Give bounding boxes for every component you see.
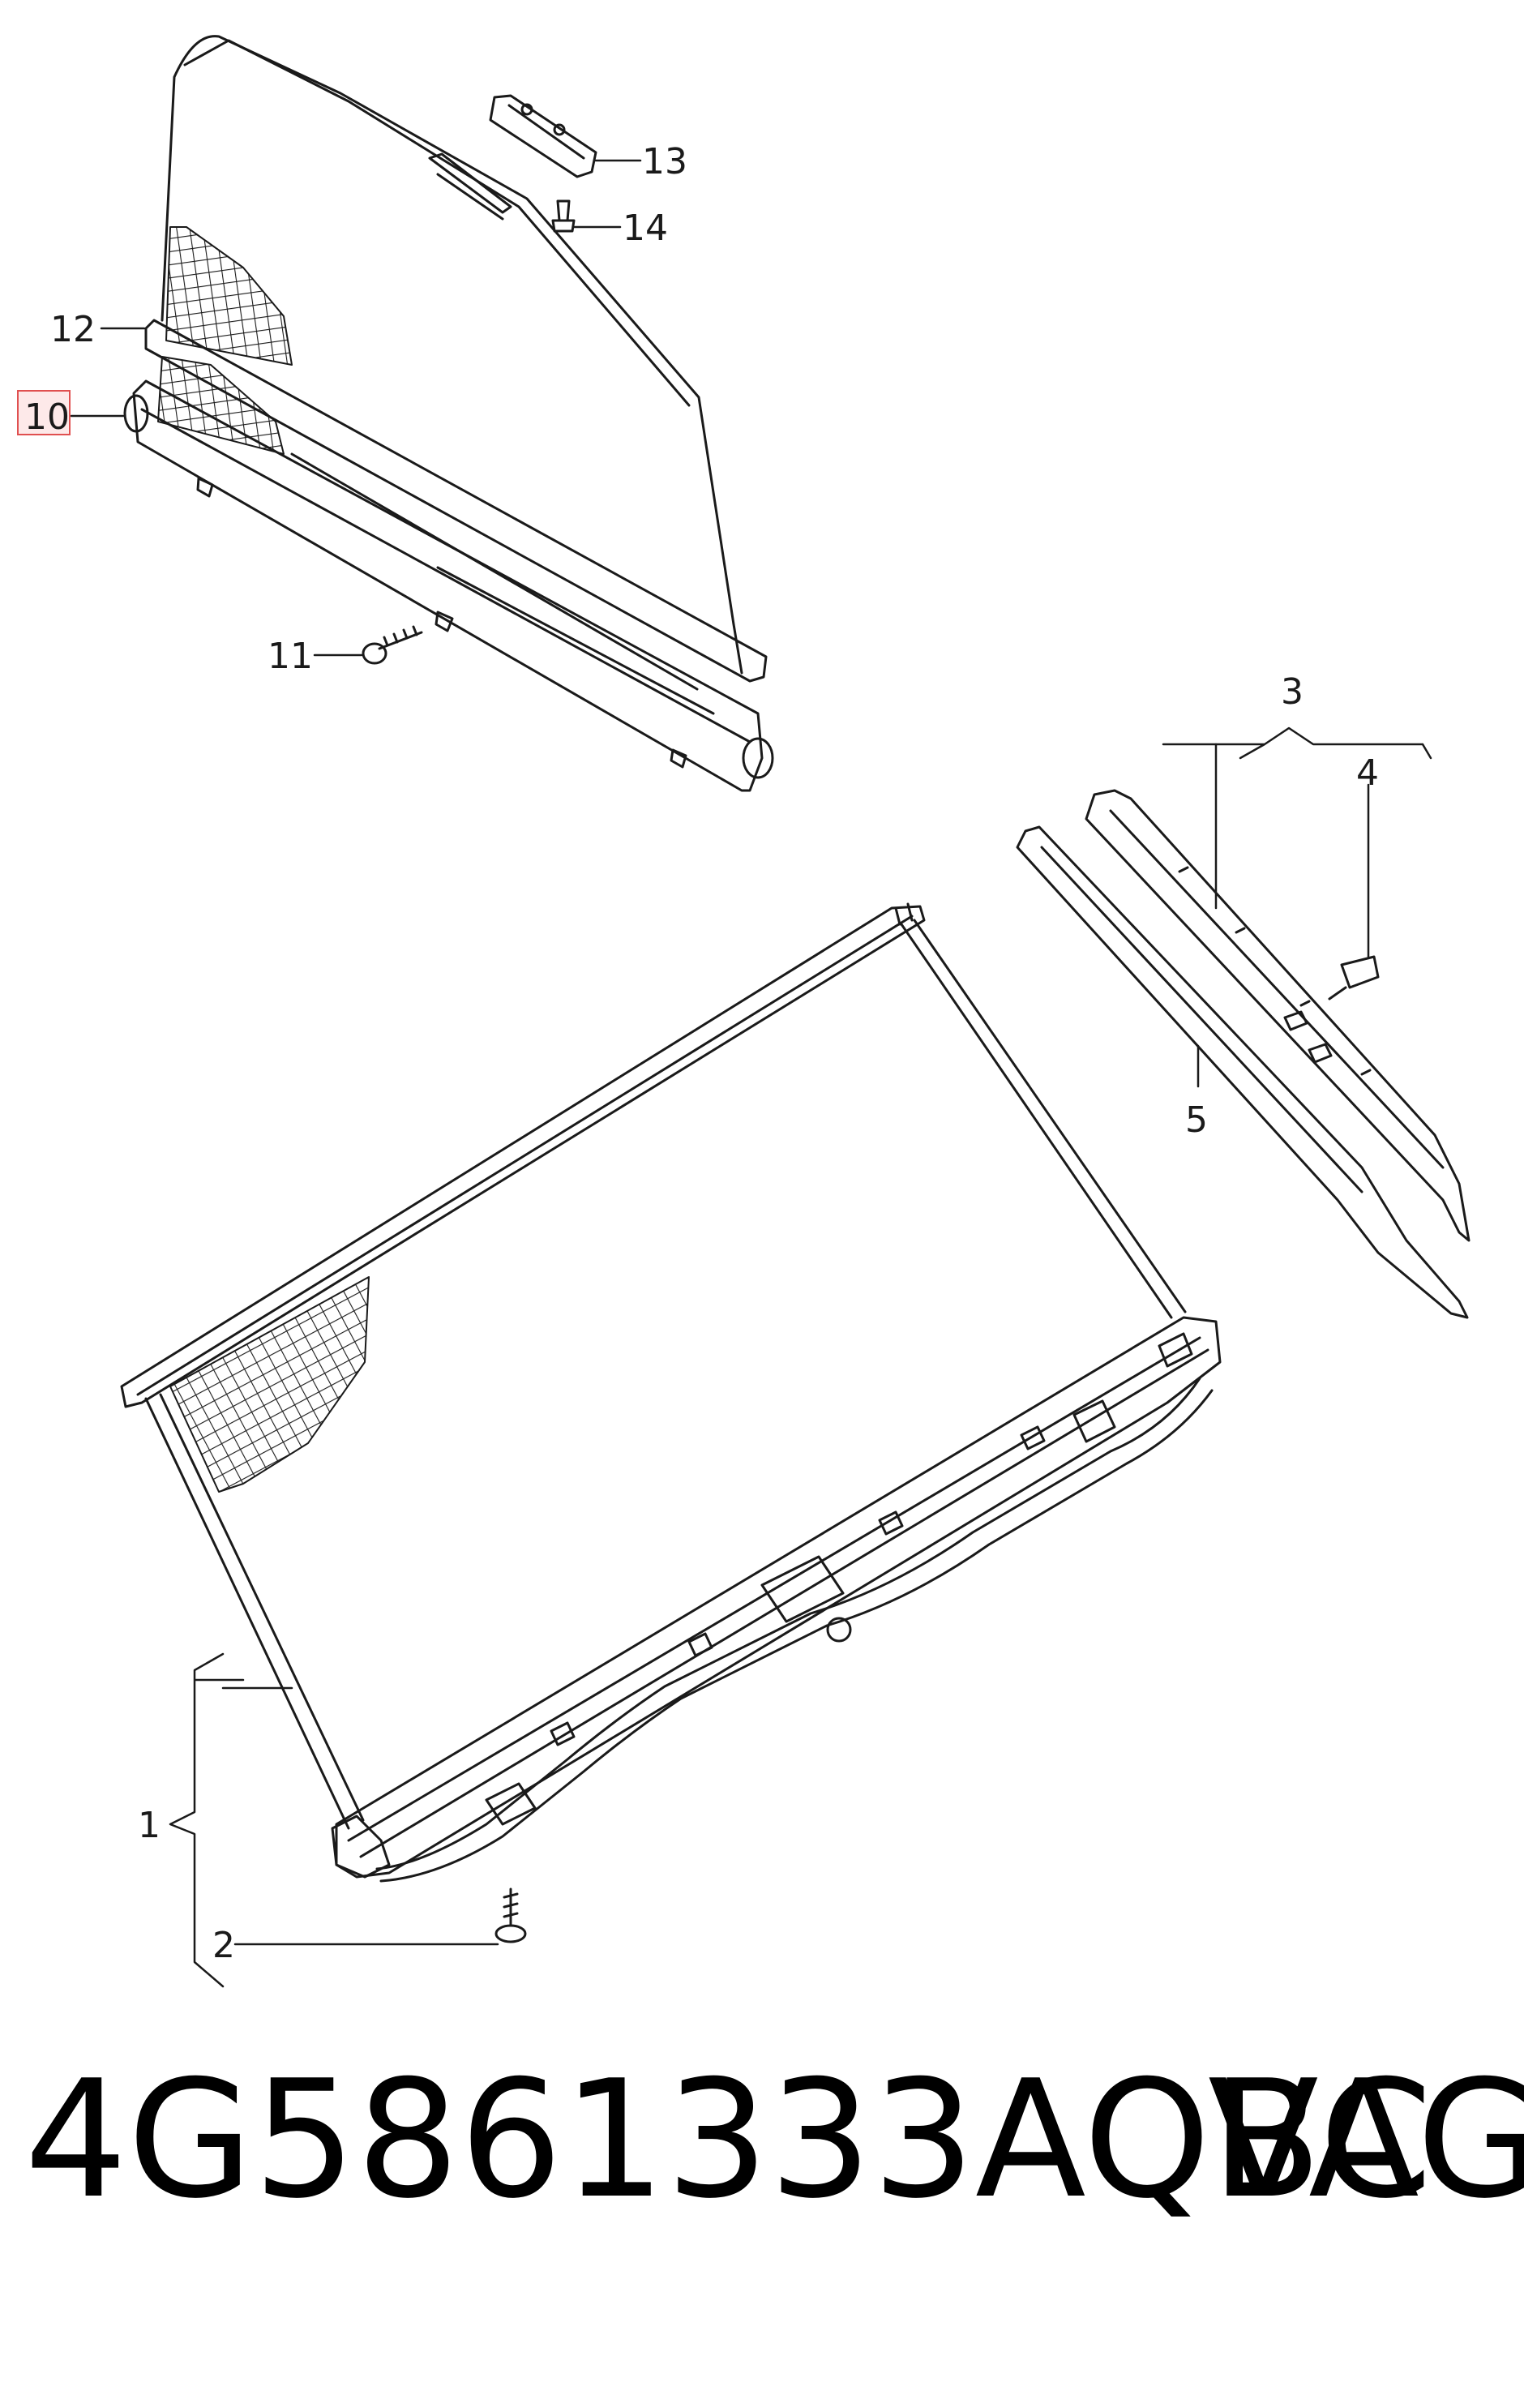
roller-housing-inner-3 [436, 566, 715, 715]
upper-net-mesh-lower [157, 356, 285, 455]
upper-partition-net [123, 35, 774, 792]
cassette-left-end [331, 1815, 391, 1879]
roller-left-cap [123, 394, 149, 433]
lower-net-mesh [169, 1276, 370, 1493]
callout-4[interactable]: 4 [1356, 752, 1379, 794]
screw-14 [551, 199, 576, 233]
callout-3[interactable]: 3 [1281, 671, 1304, 713]
seal-strip-5 [1016, 825, 1469, 1319]
cassette-bracket-8 [1158, 1332, 1193, 1368]
callout-1[interactable]: 1 [138, 1805, 161, 1846]
leader-lines [70, 159, 1432, 1988]
callout-13[interactable]: 13 [642, 141, 687, 182]
roller-housing-body [132, 379, 764, 792]
brand-label: VAG [1208, 2046, 1524, 2234]
callout-10-highlight [17, 390, 71, 435]
callout-11[interactable]: 11 [268, 636, 313, 677]
roller-housing-inner-1 [140, 408, 751, 743]
lower-net-top-bar [120, 905, 926, 1408]
upper-net-outline [161, 35, 743, 675]
roller-tab-left [196, 477, 214, 498]
lower-partition-net [120, 902, 1222, 1883]
upper-net-top-edge [183, 39, 691, 407]
lower-net-right-rod [900, 919, 1187, 1319]
callout-2[interactable]: 2 [212, 1925, 235, 1966]
lower-cassette-cables [375, 1377, 1201, 1870]
cassette-bracket-3 [687, 1632, 713, 1657]
cassette-bracket-5 [878, 1510, 904, 1536]
lower-net-left-rod [144, 1393, 365, 1830]
screw-2 [494, 1887, 527, 1943]
roller-end-cap [742, 737, 774, 779]
cassette-bracket-6 [1020, 1425, 1046, 1450]
cassette-bracket-4 [760, 1555, 845, 1623]
callout-12[interactable]: 12 [50, 309, 96, 350]
upper-net-handle [428, 152, 512, 221]
roller-housing [144, 319, 768, 683]
clip-4 [1328, 955, 1380, 1000]
guide-piece-13 [489, 94, 597, 178]
callout-10[interactable]: 10 [24, 396, 70, 438]
roller-tab-mid [435, 611, 454, 632]
roller-housing-inner-2 [290, 452, 699, 691]
screw-11 [362, 625, 423, 665]
part-number-label: 4G5861333AQBC [24, 2046, 1433, 2234]
cassette-knob [826, 1617, 852, 1643]
roller-tab-right [670, 748, 687, 769]
callout-5[interactable]: 5 [1185, 1099, 1208, 1141]
cassette-bracket-7 [1072, 1399, 1116, 1443]
guide-rail-3 [1085, 789, 1470, 1242]
upper-net-mesh [165, 226, 293, 366]
cassette-bracket-2 [550, 1721, 576, 1746]
cassette-bracket-1 [485, 1782, 537, 1826]
callout-14[interactable]: 14 [623, 208, 668, 249]
